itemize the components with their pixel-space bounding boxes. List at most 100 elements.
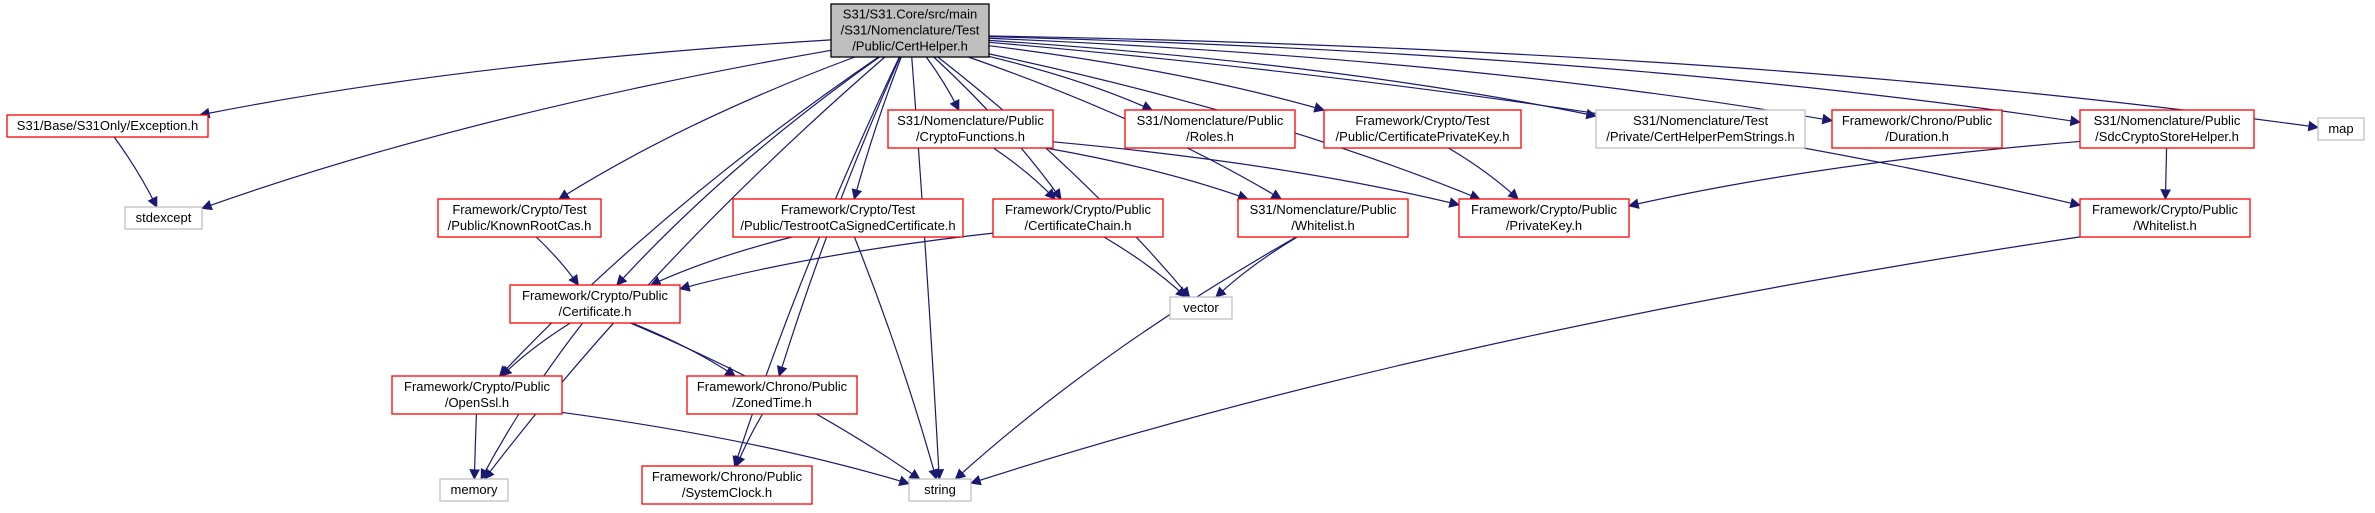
edge-testrootca-to-string: [853, 236, 939, 481]
edge-root-to-openssl: [498, 56, 879, 377]
node-privatekey-label-line: /PrivateKey.h: [1506, 218, 1582, 233]
node-zonedtime-label-line: /ZonedTime.h: [732, 395, 812, 410]
node-string-label-line: string: [924, 482, 956, 497]
node-root-label-line: /S31/Nomenclature/Test: [841, 23, 980, 38]
edge-knownrootcas-to-certificate: [535, 236, 579, 286]
node-stdexcept-box: [124, 206, 203, 230]
node-cryptofunctions-box: [887, 109, 1054, 149]
node-duration-label-line: Framework/Chrono/Public: [1842, 113, 1993, 128]
edge-root-to-roles: [988, 55, 1154, 111]
node-duration-box: [1831, 109, 2003, 149]
edge-root-to-cryptofunctions: [925, 56, 960, 111]
node-pemstrings-box: [1595, 109, 1806, 149]
node-vector: vector: [1169, 296, 1233, 320]
edge-cryptofunctions-to-nomwhitelist: [1045, 147, 1249, 201]
edge-root-to-exception: [198, 39, 832, 119]
node-cryptofunctions-label-line: S31/Nomenclature/Public: [897, 113, 1044, 128]
node-map-box: [2317, 117, 2365, 141]
edge-sdccryptostore-to-cryptowhitelist: [2160, 147, 2172, 201]
edge-nomwhitelist-to-vector: [1215, 236, 1298, 298]
edge-certificate-to-openssl: [500, 322, 571, 377]
node-exception[interactable]: S31/Base/S31Only/Exception.h: [6, 114, 209, 138]
node-roles-box: [1124, 109, 1296, 149]
node-zonedtime-label-line: Framework/Chrono/Public: [697, 379, 848, 394]
node-privatekey[interactable]: Framework/Crypto/Public/PrivateKey.h: [1458, 198, 1630, 238]
node-pemstrings: S31/Nomenclature/Test/Private/CertHelper…: [1595, 109, 1806, 149]
node-stdexcept: stdexcept: [124, 206, 203, 230]
edge-certificatechain-to-vector: [1103, 236, 1187, 298]
edge-openssl-to-string: [561, 411, 911, 487]
node-nomwhitelist-box: [1237, 198, 1409, 238]
node-root-box: [830, 3, 990, 58]
node-certprivatekey[interactable]: Framework/Crypto/Test/Public/Certificate…: [1323, 109, 1522, 149]
node-roles-label-line: S31/Nomenclature/Public: [1137, 113, 1284, 128]
node-cryptofunctions[interactable]: S31/Nomenclature/Public/CryptoFunctions.…: [887, 109, 1054, 149]
node-certificatechain-box: [992, 198, 1164, 238]
node-testrootca-box: [732, 198, 964, 238]
node-cryptowhitelist-label-line: /Whitelist.h: [2133, 218, 2197, 233]
node-knownrootcas-label-line: Framework/Crypto/Test: [452, 202, 587, 217]
edge-cryptofunctions-to-certificatechain: [993, 147, 1056, 200]
edge-nomwhitelist-to-string: [954, 236, 1297, 480]
edge-root-to-vector: [937, 56, 1191, 298]
edge-zonedtime-to-systemclock: [735, 413, 764, 467]
node-systemclock-label-line: Framework/Chrono/Public: [652, 469, 803, 484]
node-knownrootcas-box: [437, 198, 602, 238]
edge-cryptofunctions-to-privatekey: [1052, 141, 1461, 208]
node-exception-label-line: S31/Base/S31Only/Exception.h: [17, 118, 198, 133]
node-privatekey-box: [1458, 198, 1630, 238]
node-openssl[interactable]: Framework/Crypto/Public/OpenSsl.h: [391, 375, 563, 415]
node-memory: memory: [439, 478, 509, 502]
node-certprivatekey-box: [1323, 109, 1522, 149]
edge-openssl-to-memory: [469, 413, 481, 481]
node-zonedtime[interactable]: Framework/Chrono/Public/ZonedTime.h: [686, 375, 858, 415]
node-vector-box: [1169, 296, 1233, 320]
node-string-box: [908, 478, 972, 502]
node-sdccryptostore[interactable]: S31/Nomenclature/Public/SdcCryptoStoreHe…: [2079, 109, 2255, 149]
node-sdccryptostore-box: [2079, 109, 2255, 149]
edge-root-to-duration: [988, 37, 1834, 125]
node-duration[interactable]: Framework/Chrono/Public/Duration.h: [1831, 109, 2003, 149]
nodes-layer: S31/S31.Core/src/main/S31/Nomenclature/T…: [6, 3, 2365, 505]
node-nomwhitelist[interactable]: S31/Nomenclature/Public/Whitelist.h: [1237, 198, 1409, 238]
node-testrootca-label-line: /Public/TestrootCaSignedCertificate.h: [740, 218, 955, 233]
node-certificatechain[interactable]: Framework/Crypto/Public/CertificateChain…: [992, 198, 1164, 238]
node-vector-label-line: vector: [1183, 300, 1219, 315]
node-certificatechain-label-line: /CertificateChain.h: [1025, 218, 1132, 233]
node-certprivatekey-label-line: /Public/CertificatePrivateKey.h: [1336, 129, 1510, 144]
node-testrootca-label-line: Framework/Crypto/Test: [781, 202, 916, 217]
edge-root-to-memory: [483, 56, 886, 480]
edge-cryptowhitelist-to-string: [969, 236, 2081, 486]
node-testrootca[interactable]: Framework/Crypto/Test/Public/TestrootCaS…: [732, 198, 964, 238]
edge-exception-to-stdexcept: [113, 136, 158, 208]
node-root[interactable]: S31/S31.Core/src/main/S31/Nomenclature/T…: [830, 3, 990, 58]
node-string: string: [908, 478, 972, 502]
node-memory-box: [439, 478, 509, 502]
node-roles[interactable]: S31/Nomenclature/Public/Roles.h: [1124, 109, 1296, 149]
node-cryptowhitelist[interactable]: Framework/Crypto/Public/Whitelist.h: [2079, 198, 2251, 238]
node-map-label-line: map: [2328, 121, 2353, 136]
node-exception-box: [6, 114, 209, 138]
edges-layer: [113, 35, 2320, 487]
edge-root-to-testrootca: [851, 56, 902, 201]
node-stdexcept-label-line: stdexcept: [136, 210, 192, 225]
node-knownrootcas[interactable]: Framework/Crypto/Test/Public/KnownRootCa…: [437, 198, 602, 238]
node-roles-label-line: /Roles.h: [1186, 129, 1234, 144]
node-systemclock[interactable]: Framework/Chrono/Public/SystemClock.h: [641, 465, 813, 505]
node-cryptofunctions-label-line: /CryptoFunctions.h: [916, 129, 1025, 144]
node-certprivatekey-label-line: Framework/Crypto/Test: [1355, 113, 1490, 128]
node-systemclock-box: [641, 465, 813, 505]
edge-testrootca-to-certificate: [649, 236, 793, 286]
node-root-label-line: /Public/CertHelper.h: [852, 39, 968, 54]
edge-sdccryptostore-to-privatekey: [1627, 140, 2081, 209]
node-knownrootcas-label-line: /Public/KnownRootCas.h: [448, 218, 592, 233]
edge-certificatechain-to-certificate: [678, 232, 994, 292]
node-certificate[interactable]: Framework/Crypto/Public/Certificate.h: [509, 284, 681, 324]
edge-root-to-sdccryptostore: [988, 36, 2082, 127]
node-sdccryptostore-label-line: /SdcCryptoStoreHelper.h: [2095, 129, 2239, 144]
node-openssl-label-line: Framework/Crypto/Public: [404, 379, 550, 394]
node-pemstrings-label-line: /Private/CertHelperPemStrings.h: [1606, 129, 1795, 144]
edge-root-to-pemstrings: [988, 39, 1598, 120]
edge-certprivatekey-to-privatekey: [1448, 147, 1519, 200]
